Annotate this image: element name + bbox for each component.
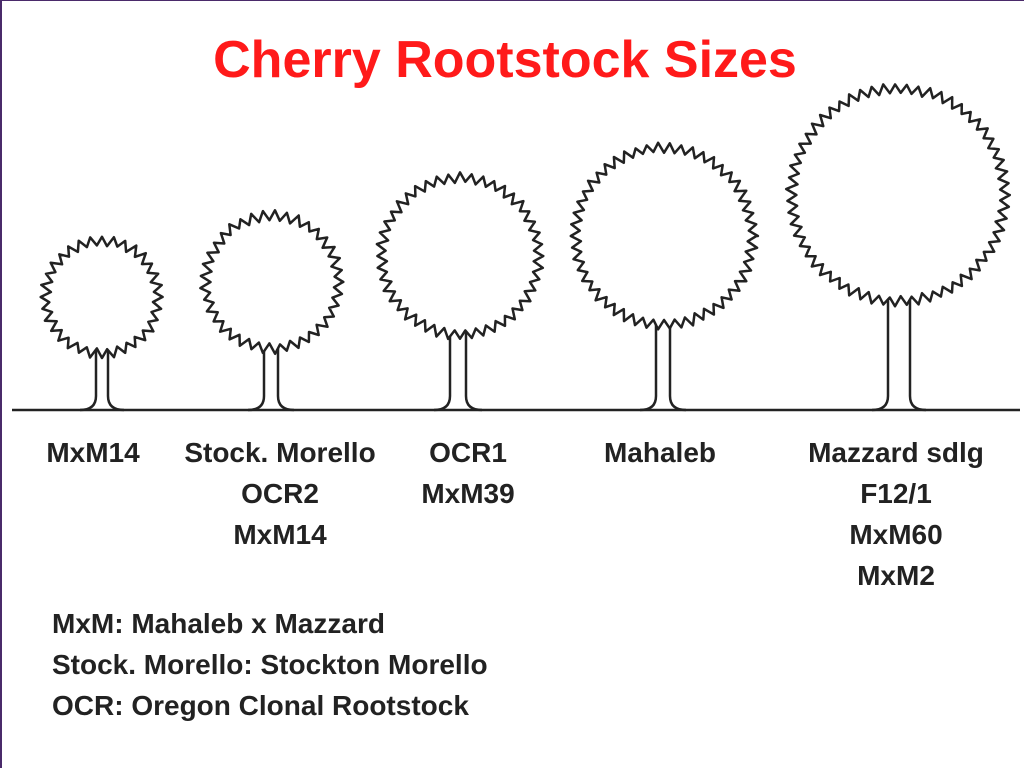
tree-trunk bbox=[639, 322, 687, 412]
tree-crown bbox=[39, 235, 164, 360]
slide-frame-left bbox=[0, 0, 2, 768]
tree-ocr1 bbox=[375, 171, 545, 412]
tree-crown bbox=[569, 141, 760, 331]
tree-trunk bbox=[433, 332, 483, 412]
tree-crown bbox=[199, 209, 345, 356]
label-line: MxM39 bbox=[421, 478, 515, 509]
label-line: Stock. Morello bbox=[184, 437, 376, 468]
label-column-mazzard: Mazzard sdlg F12/1 MxM60 MxM2 bbox=[780, 432, 1012, 596]
legend-line: MxM: Mahaleb x Mazzard bbox=[52, 608, 385, 639]
tree-mazzard bbox=[784, 83, 1012, 412]
label-column-stockton-morello: Stock. Morello OCR2 MxM14 bbox=[160, 432, 400, 555]
slide-frame-top bbox=[0, 0, 1024, 1]
tree-trunk bbox=[247, 346, 295, 412]
label-line: MxM14 bbox=[233, 519, 327, 550]
label-line: MxM14 bbox=[46, 437, 140, 468]
label-line: MxM2 bbox=[857, 560, 935, 591]
tree-mahaleb bbox=[569, 141, 760, 412]
tree-mxm14 bbox=[39, 235, 164, 412]
tree-crown bbox=[784, 83, 1012, 308]
label-column-mxm14: MxM14 bbox=[30, 432, 156, 473]
tree-stockton-morello bbox=[199, 209, 345, 412]
tree-crown bbox=[375, 171, 545, 341]
label-line: OCR2 bbox=[241, 478, 319, 509]
label-line: OCR1 bbox=[429, 437, 507, 468]
tree-trunk bbox=[79, 351, 125, 412]
label-line: F12/1 bbox=[860, 478, 932, 509]
label-column-ocr1: OCR1 MxM39 bbox=[405, 432, 531, 514]
slide-title: Cherry Rootstock Sizes bbox=[213, 31, 797, 89]
tree-trunk bbox=[871, 299, 927, 412]
legend-line: OCR: Oregon Clonal Rootstock bbox=[52, 690, 469, 721]
label-line: Mahaleb bbox=[603, 437, 717, 468]
abbreviation-legend: MxM: Mahaleb x Mazzard Stock. Morello: S… bbox=[52, 603, 488, 726]
label-line: Mazzard sdlg bbox=[808, 437, 984, 468]
label-column-mahaleb: Mahaleb bbox=[580, 432, 740, 473]
label-line: MxM60 bbox=[849, 519, 943, 550]
legend-line: Stock. Morello: Stockton Morello bbox=[52, 649, 488, 680]
tree-silhouettes bbox=[39, 83, 1012, 412]
